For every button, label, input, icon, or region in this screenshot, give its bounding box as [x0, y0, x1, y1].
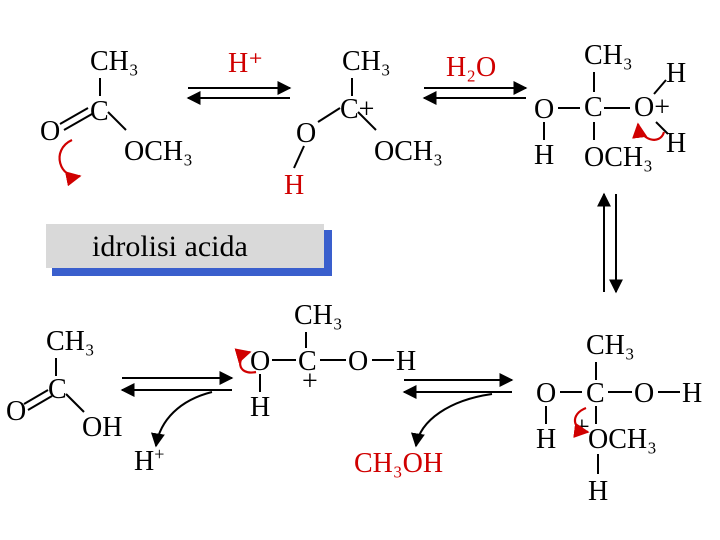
double-bond-a [59, 107, 89, 125]
molecule-water-adduct: CH₃ C O H O+ OCH₃ H H [534, 40, 686, 173]
methyl-label: CH₃ [294, 300, 343, 331]
oxonium-label: O+ [634, 92, 670, 123]
oxygen-label: O [250, 346, 270, 377]
carbon-label: C [586, 378, 605, 409]
charge-label: + [302, 366, 318, 397]
equilibrium-arrow-1: H⁺ [186, 48, 292, 105]
proton-reagent: H⁺ [228, 48, 263, 79]
hydrogen-label: H [534, 140, 554, 171]
hydrogen-label: H [284, 170, 304, 201]
methyl-label: CH₃ [46, 326, 95, 357]
double-bond-b [27, 395, 53, 411]
methyl-label: CH₃ [90, 46, 139, 77]
curly-arrow-icon [58, 138, 82, 187]
equilibrium-arrow-vertical [597, 192, 623, 294]
methoxy-label: OCH₃ [124, 136, 193, 167]
double-bond-b [63, 113, 93, 131]
molecule-tetrahedral: CH₃ C O H O H + OCH₃ H [536, 330, 702, 507]
curly-arrow-icon [632, 122, 666, 141]
title-box: idrolisi acida [46, 224, 332, 276]
double-bond-a [23, 389, 49, 405]
hydroxyl-label: OH [82, 412, 122, 443]
molecule-protonated: CH₃ C+ O OCH₃ H [284, 46, 443, 201]
bond [293, 145, 305, 169]
methanol-product: CH₃OH [354, 448, 443, 479]
curly-arrow-icon [234, 348, 257, 374]
methyl-label: CH₃ [584, 40, 633, 71]
oxygen-label: O [536, 378, 556, 409]
hydrogen-label: H [250, 392, 270, 423]
hydrogen-label: H [666, 58, 686, 89]
release-arrow [151, 391, 213, 448]
proton-product: H+ [134, 444, 164, 477]
bond [655, 121, 669, 135]
oxygen-label: O [534, 94, 554, 125]
equilibrium-arrow-2: H₂O [422, 52, 528, 105]
equilibrium-arrow-4: CH₃OH [354, 373, 514, 479]
title-text: idrolisi acida [92, 230, 248, 263]
molecule-ester: CH₃ C O OCH₃ [40, 46, 193, 187]
carbon-label: C [90, 96, 109, 127]
hydrogen-label: H [666, 128, 686, 159]
oxygen-label: O [634, 378, 654, 409]
carbon-label: C [48, 374, 67, 405]
hydrogen-label: H [588, 476, 608, 507]
bond [107, 111, 127, 131]
oxygen-label: O [40, 116, 60, 147]
hydrogen-label: H [396, 346, 416, 377]
water-reagent: H₂O [446, 52, 496, 83]
release-arrow [411, 393, 493, 448]
curly-arrow-icon [573, 406, 590, 438]
bond [317, 107, 341, 123]
bond [65, 393, 85, 413]
bond [653, 79, 667, 95]
methyl-label: CH₃ [586, 330, 635, 361]
methyl-label: CH₃ [342, 46, 391, 77]
carbon-label: C [584, 92, 603, 123]
molecule-acid: CH₃ C O OH [6, 326, 122, 443]
oxygen-label: O [348, 346, 368, 377]
oxygen-label: O [296, 118, 316, 149]
bond [357, 111, 377, 131]
hydrogen-label: H [536, 424, 556, 455]
molecule-protonated-acid: CH₃ C O O H H + [234, 300, 416, 423]
title-background [46, 224, 324, 268]
carbon-label: C [298, 346, 317, 377]
methoxy-label: OCH₃ [374, 136, 443, 167]
methoxy-label: OCH₃ [588, 424, 657, 455]
carbocation-label: C+ [340, 94, 374, 125]
equilibrium-arrow-3: H+ [120, 371, 234, 477]
oxygen-label: O [6, 396, 26, 427]
hydrogen-label: H [682, 378, 702, 409]
methoxy-label: OCH₃ [584, 142, 653, 173]
